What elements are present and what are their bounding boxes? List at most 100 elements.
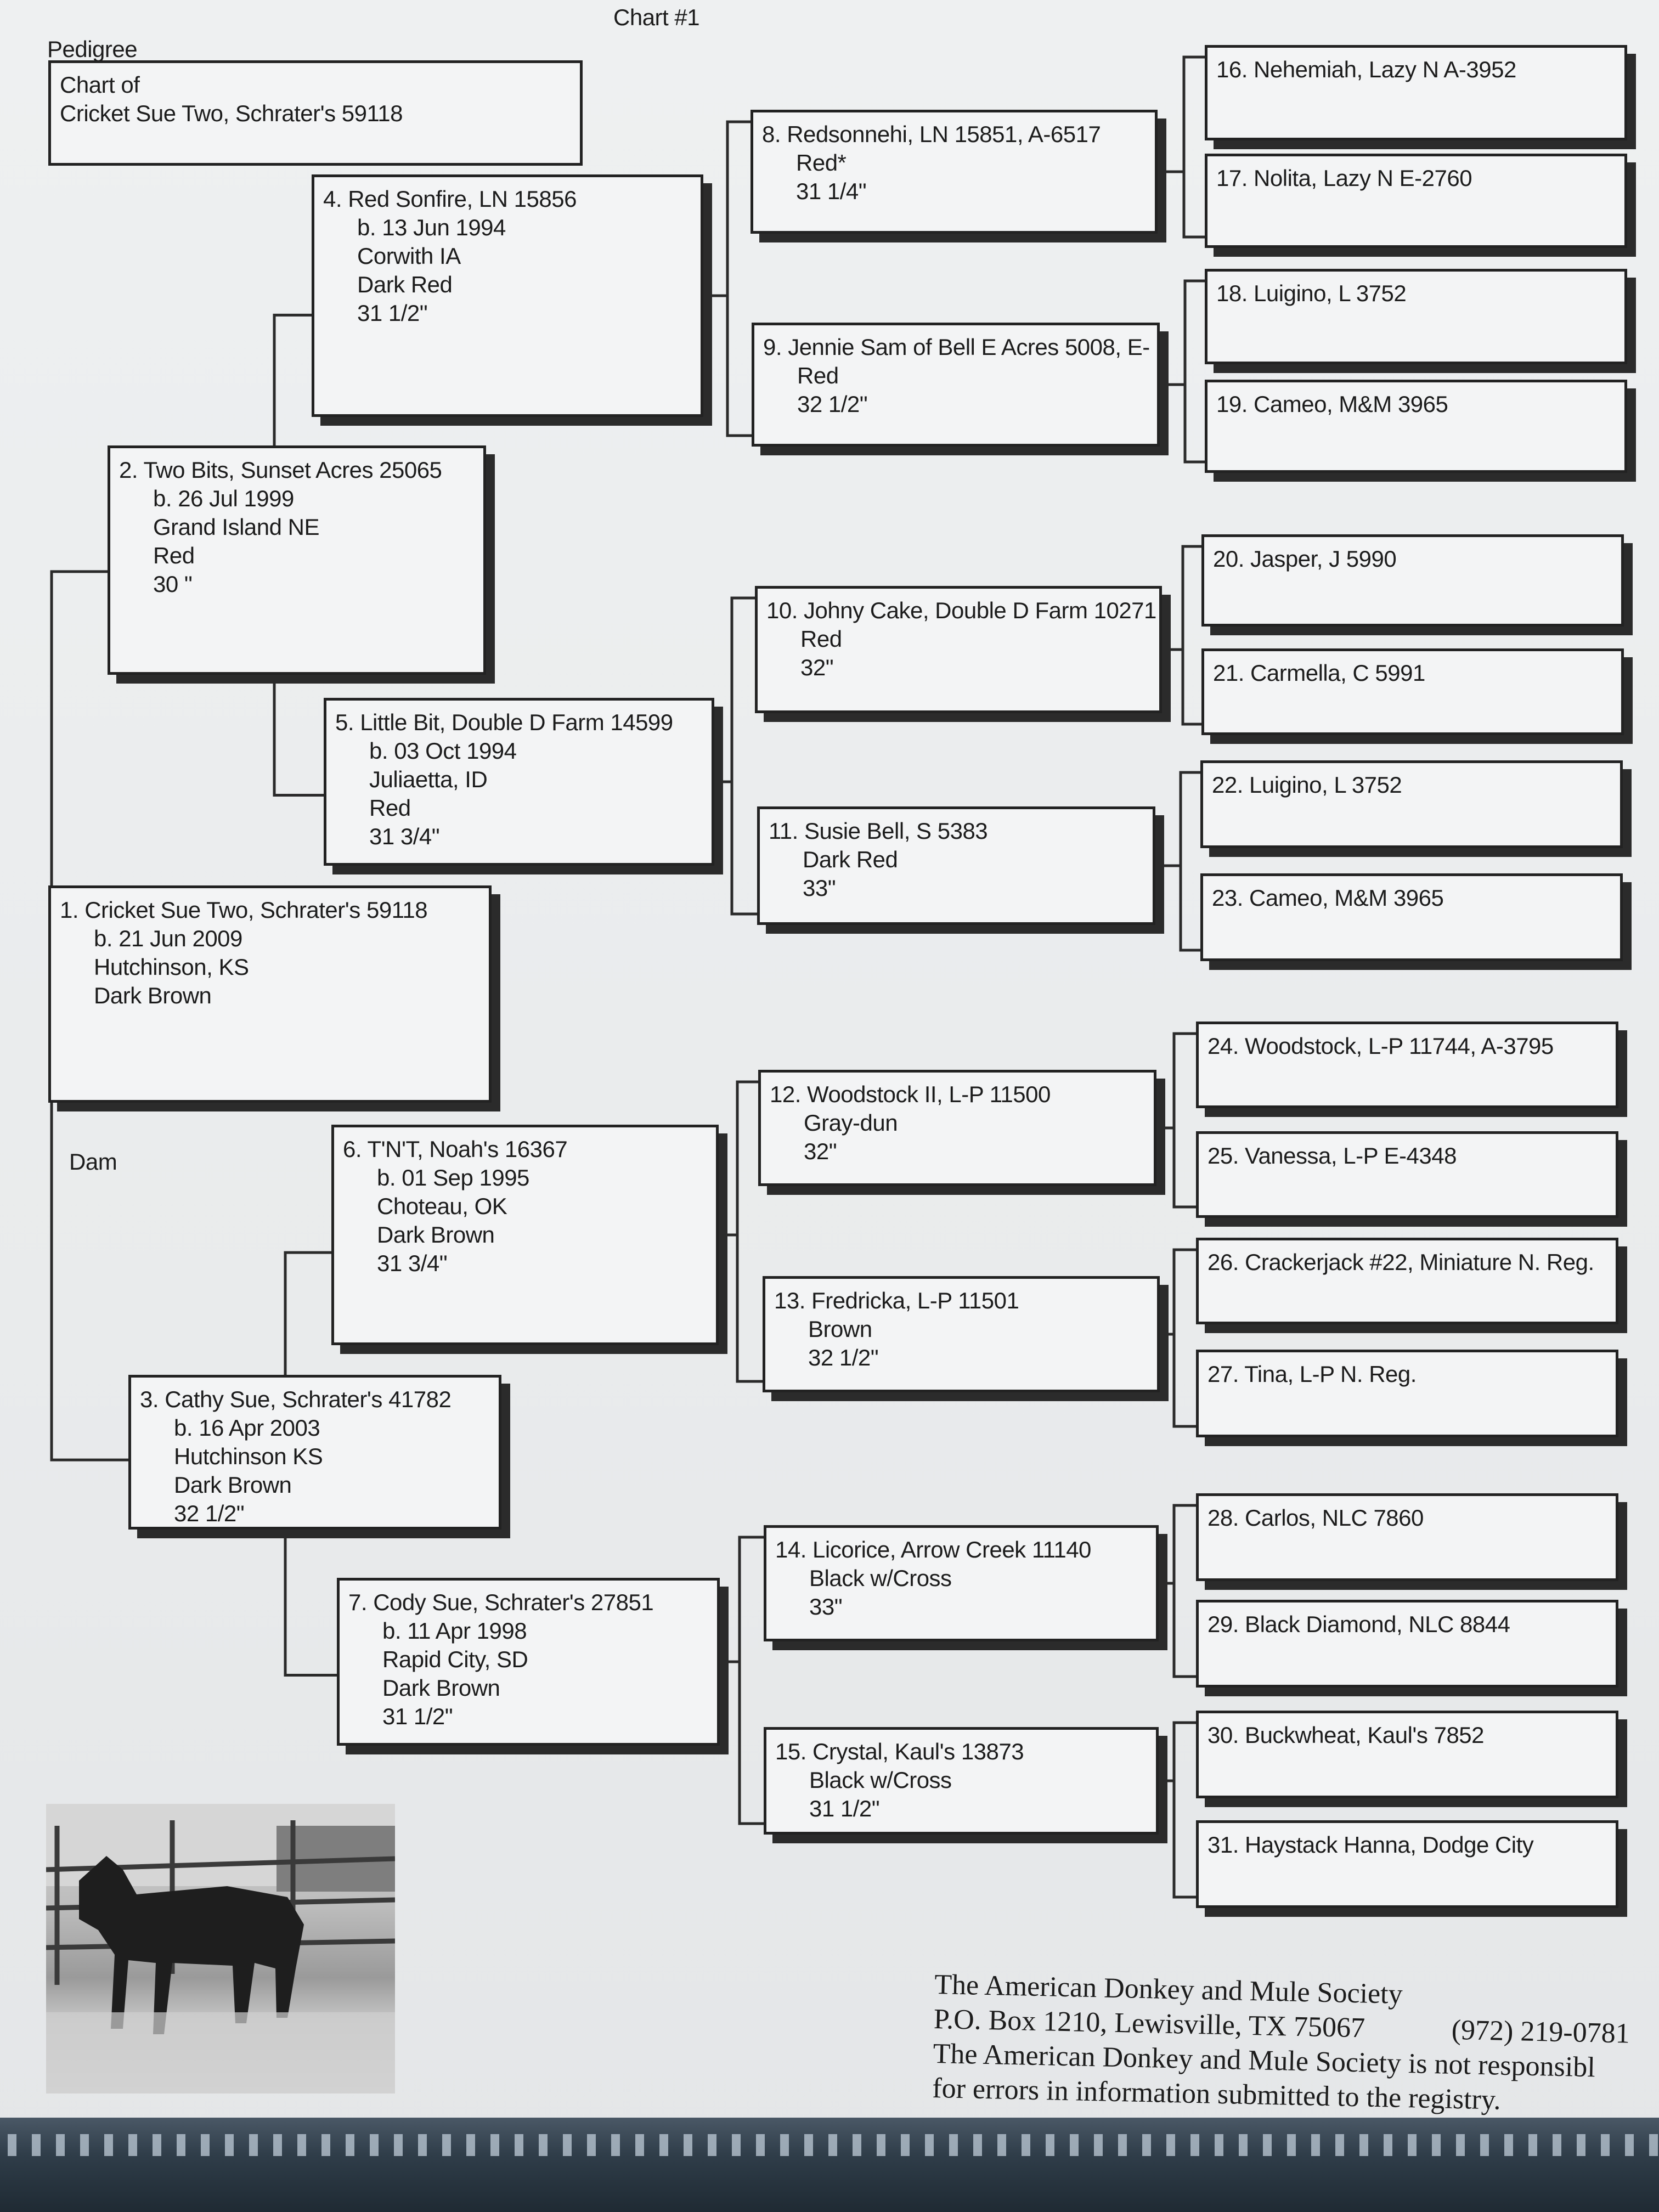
- entry-detail: Dark Brown: [94, 983, 212, 1008]
- entry-detail: 32 1/2": [174, 1500, 245, 1526]
- connector-9: [1169, 279, 1205, 464]
- pedigree-entry-1: 1. Cricket Sue Two, Schrater's 59118 b. 2…: [48, 885, 492, 1103]
- entry-detail: Hutchinson KS: [174, 1443, 323, 1469]
- pedigree-entry-21: 21. Carmella, C 5991: [1201, 648, 1624, 735]
- entry-name: 20. Jasper, J 5990: [1213, 546, 1397, 572]
- entry-detail: b. 11 Apr 1998: [382, 1618, 527, 1644]
- entry-detail: b. 26 Jul 1999: [153, 486, 294, 511]
- pedigree-entry-9: 9. Jennie Sam of Bell E Acres 5008, E- Re…: [752, 323, 1160, 447]
- entry-detail: b. 13 Jun 1994: [357, 215, 506, 240]
- entry-name: 18. Luigino, L 3752: [1216, 280, 1407, 306]
- dam-label: Dam: [69, 1149, 117, 1175]
- society-phone: (972) 219-0781: [1451, 2014, 1630, 2050]
- entry-detail: 32": [804, 1138, 837, 1164]
- connector-7: [729, 1536, 764, 1825]
- entry-name: 29. Black Diamond, NLC 8844: [1207, 1611, 1510, 1637]
- chart-of-box: Chart of Cricket Sue Two, Schrater's 591…: [48, 60, 583, 166]
- pedigree-entry-7: 7. Cody Sue, Schrater's 27851 b. 11 Apr 1…: [337, 1578, 720, 1746]
- pedigree-entry-25: 25. Vanessa, L-P E-4348: [1196, 1131, 1618, 1218]
- pedigree-entry-18: 18. Luigino, L 3752: [1205, 269, 1627, 364]
- entry-detail: 33": [809, 1594, 843, 1620]
- connector-8: [1166, 55, 1205, 239]
- entry-detail: Black w/Cross: [809, 1767, 952, 1793]
- entry-detail: Black w/Cross: [809, 1565, 952, 1591]
- entry-name: 12. Woodstock II, L-P 11500: [770, 1081, 1051, 1107]
- connector-13: [1169, 1248, 1196, 1428]
- entry-name: 27. Tina, L-P N. Reg.: [1207, 1361, 1417, 1387]
- entry-detail: Choteau, OK: [377, 1193, 507, 1219]
- pedigree-entry-20: 20. Jasper, J 5990: [1201, 534, 1624, 627]
- entry-name: 31. Haystack Hanna, Dodge City: [1207, 1832, 1534, 1858]
- entry-detail: Dark Red: [803, 847, 898, 872]
- pedigree-entry-19: 19. Cameo, M&M 3965: [1205, 380, 1627, 473]
- entry-detail: Red: [800, 626, 842, 652]
- entry-detail: 31 1/2": [382, 1703, 453, 1729]
- pedigree-entry-31: 31. Haystack Hanna, Dodge City: [1196, 1820, 1618, 1908]
- entry-name: 24. Woodstock, L-P 11744, A-3795: [1207, 1033, 1554, 1059]
- entry-detail: Red: [797, 363, 839, 388]
- entry-name: 8. Redsonnehi, LN 15851, A-6517: [762, 121, 1101, 147]
- entry-detail: 32 1/2": [797, 391, 868, 417]
- entry-name: 22. Luigino, L 3752: [1212, 772, 1402, 798]
- entry-detail: Corwith IA: [357, 243, 461, 269]
- chart-of-line2: Cricket Sue Two, Schrater's 59118: [60, 100, 403, 126]
- donkey-photo: [46, 1804, 395, 2094]
- entry-name: 21. Carmella, C 5991: [1213, 660, 1425, 686]
- entry-name: 9. Jennie Sam of Bell E Acres 5008, E-: [763, 334, 1150, 360]
- entry-name: 10. Johny Cake, Double D Farm 10271: [766, 597, 1156, 623]
- entry-name: 25. Vanessa, L-P E-4348: [1207, 1143, 1457, 1169]
- entry-name: 3. Cathy Sue, Schrater's 41782: [140, 1386, 452, 1412]
- entry-name: 23. Cameo, M&M 3965: [1212, 885, 1444, 911]
- pedigree-entry-26: 26. Crackerjack #22, Miniature N. Reg.: [1196, 1238, 1618, 1324]
- pedigree-entry-27: 27. Tina, L-P N. Reg.: [1196, 1350, 1618, 1437]
- entry-detail: 32": [800, 654, 834, 680]
- entry-name: 30. Buckwheat, Kaul's 7852: [1207, 1722, 1485, 1748]
- entry-detail: Gray-dun: [804, 1110, 898, 1136]
- entry-detail: Red: [369, 795, 411, 821]
- entry-detail: b. 03 Oct 1994: [369, 738, 517, 764]
- entry-detail: 32 1/2": [808, 1345, 879, 1370]
- entry-detail: Juliaetta, ID: [369, 766, 488, 792]
- entry-detail: Grand Island NE: [153, 514, 320, 540]
- entry-name: 7. Cody Sue, Schrater's 27851: [348, 1589, 654, 1615]
- entry-detail: Red*: [796, 150, 847, 176]
- connector-6: [727, 1080, 763, 1383]
- connector-14: [1167, 1504, 1196, 1678]
- entry-name: 1. Cricket Sue Two, Schrater's 59118: [60, 897, 428, 923]
- entry-name: 16. Nehemiah, Lazy N A-3952: [1216, 57, 1516, 82]
- entry-name: 4. Red Sonfire, LN 15856: [323, 186, 577, 212]
- entry-detail: Hutchinson, KS: [94, 954, 249, 980]
- entry-detail: Rapid City, SD: [382, 1646, 528, 1672]
- entry-detail: Dark Brown: [377, 1222, 495, 1248]
- connector-10: [1171, 545, 1201, 726]
- entry-detail: b. 21 Jun 2009: [94, 926, 242, 951]
- entry-detail: 31 3/4": [377, 1250, 448, 1276]
- society-footer: The American Donkey and Mule Society P.O…: [932, 1967, 1659, 2121]
- entry-name: 6. T'N'T, Noah's 16367: [343, 1136, 568, 1162]
- entry-name: 17. Nolita, Lazy N E-2760: [1216, 165, 1472, 191]
- connector-5: [723, 596, 757, 916]
- pedigree-entry-22: 22. Luigino, L 3752: [1200, 760, 1623, 848]
- connector-15: [1167, 1721, 1196, 1899]
- pedigree-entry-16: 16. Nehemiah, Lazy N A-3952: [1205, 45, 1627, 140]
- entry-detail: 31 1/2": [357, 300, 428, 326]
- pedigree-entry-29: 29. Black Diamond, NLC 8844: [1196, 1600, 1618, 1688]
- entry-detail: b. 01 Sep 1995: [377, 1165, 529, 1190]
- entry-name: 26. Crackerjack #22, Miniature N. Reg.: [1207, 1249, 1594, 1275]
- pedigree-label: Pedigree: [47, 36, 138, 62]
- pedigree-entry-17: 17. Nolita, Lazy N E-2760: [1205, 154, 1627, 248]
- chart-of-line1: Chart of: [60, 72, 140, 98]
- entry-detail: 33": [803, 875, 836, 901]
- entry-detail: 31 1/4": [796, 178, 867, 204]
- entry-detail: Dark Brown: [174, 1472, 292, 1498]
- pedigree-entry-28: 28. Carlos, NLC 7860: [1196, 1493, 1618, 1581]
